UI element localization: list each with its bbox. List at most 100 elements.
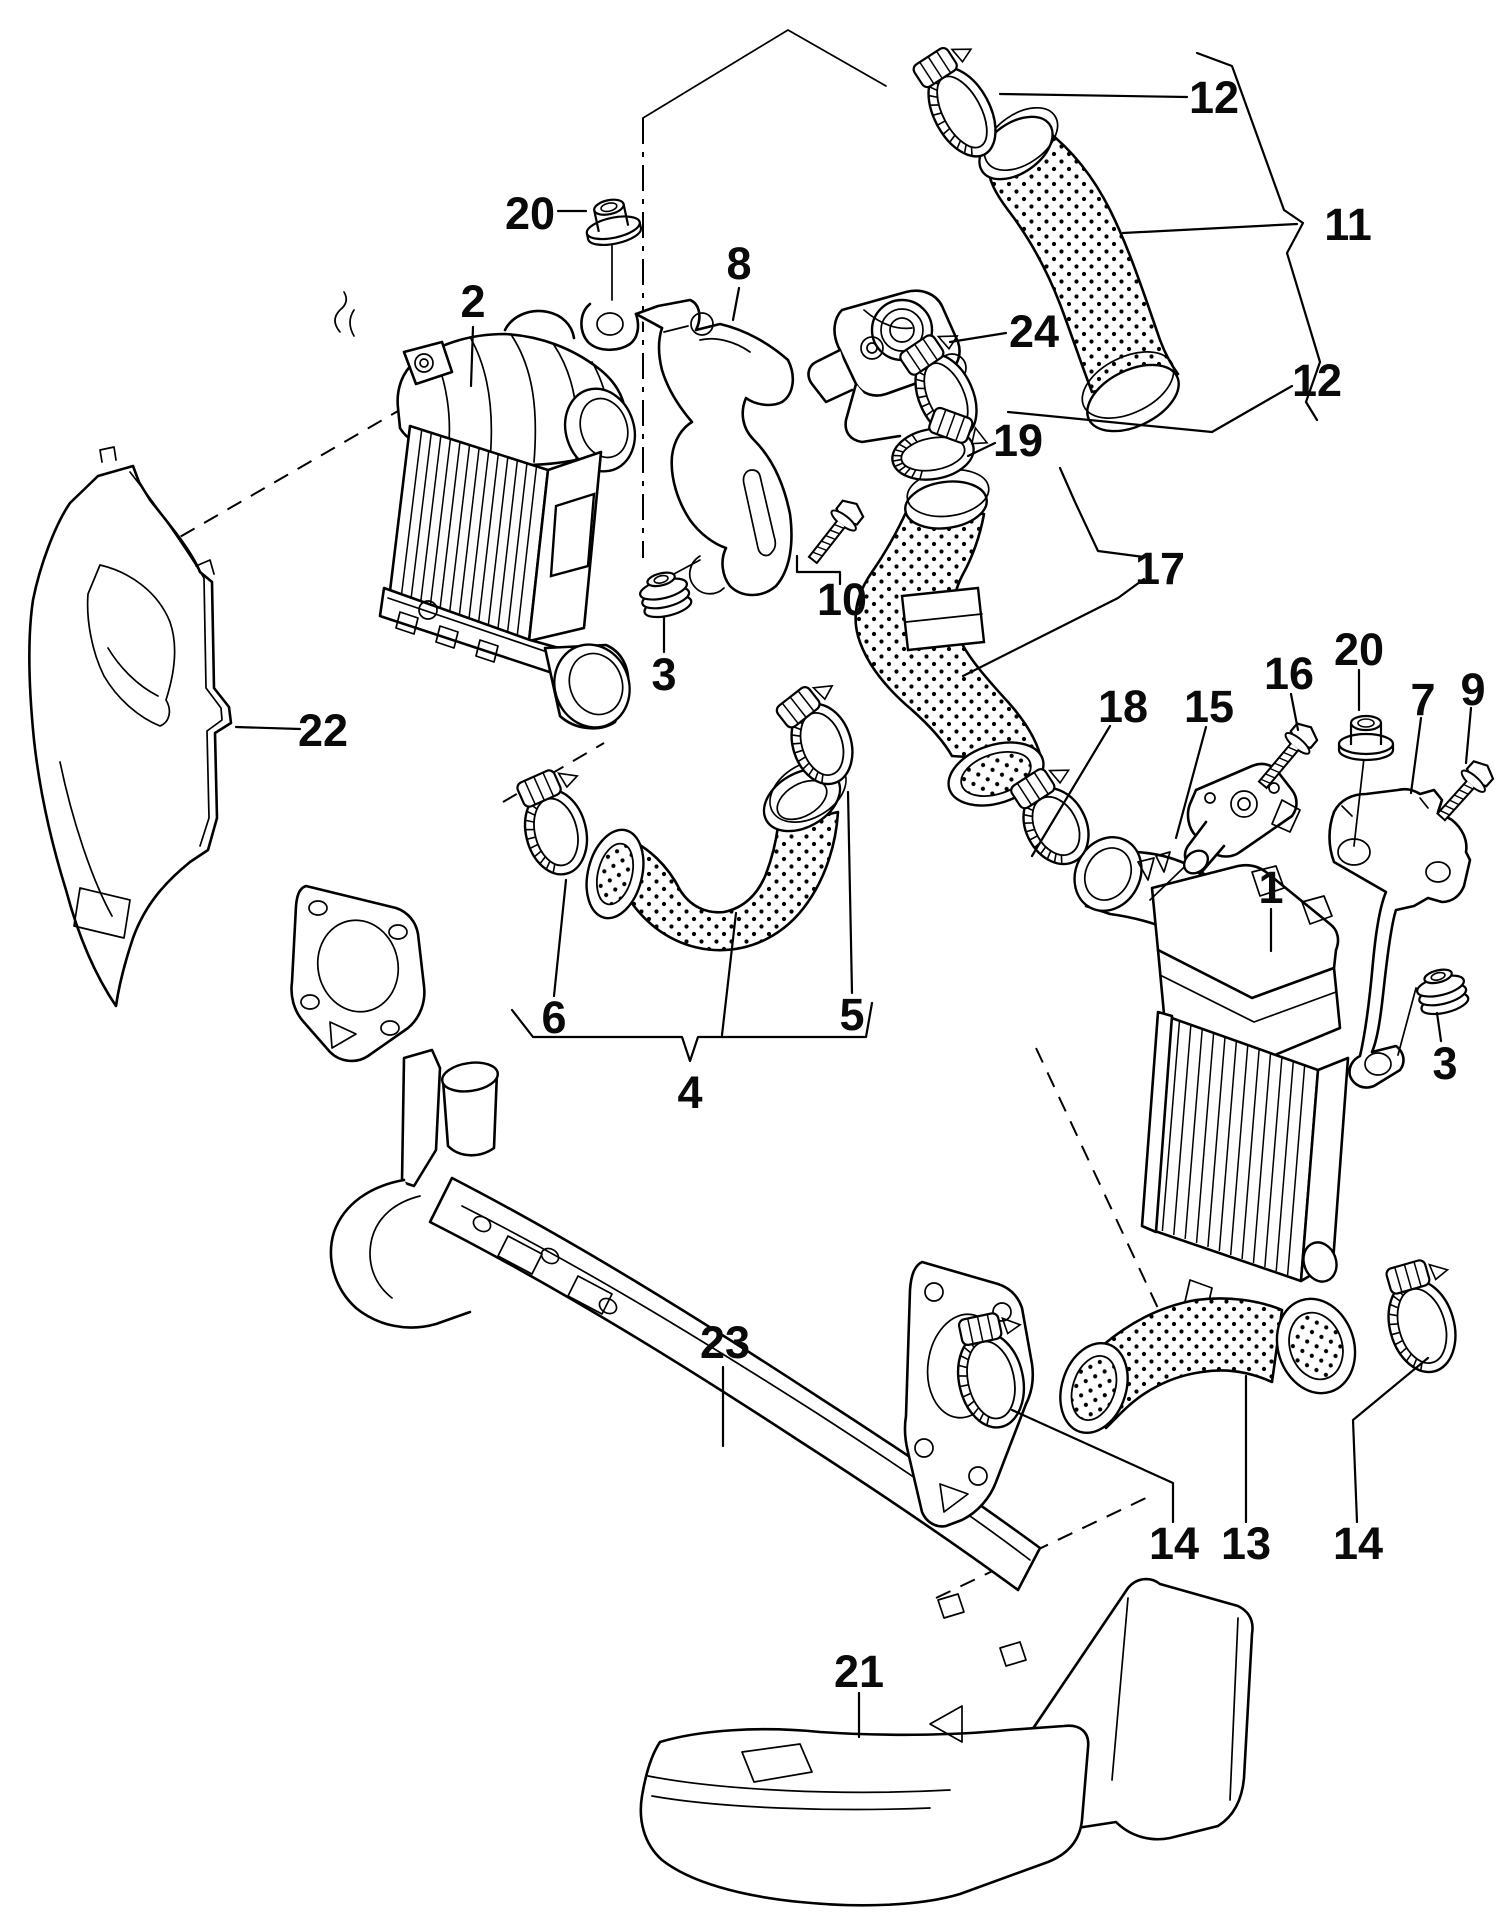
- clamp-screw-housing: [957, 1312, 1022, 1346]
- intercooler-fins: [400, 430, 538, 635]
- leader-line: [234, 725, 302, 731]
- part-number: 3: [1432, 1038, 1457, 1089]
- callout-7: 7: [1409, 674, 1436, 795]
- grommet-part20-right: [1337, 714, 1395, 762]
- part-number: 14: [1333, 1518, 1383, 1569]
- leader-line: [469, 325, 475, 388]
- part-number: 24: [1009, 306, 1059, 357]
- clamp-screw-housing: [775, 684, 834, 729]
- part-number: 22: [298, 705, 348, 756]
- leader-line: [1121, 222, 1299, 235]
- callout-1: 1: [1258, 862, 1284, 953]
- grommet-part3-left: [639, 571, 693, 619]
- leader-line: [1030, 724, 1112, 858]
- leader-line: [731, 286, 741, 322]
- bolt-part16: [1257, 722, 1319, 790]
- callout-22: 22: [234, 705, 348, 756]
- clamp-part5: [775, 684, 854, 786]
- callout-17: 17: [961, 466, 1185, 678]
- leader-line: [1289, 692, 1300, 732]
- callout-24: 24: [948, 306, 1059, 357]
- callout-16: 16: [1264, 648, 1314, 732]
- part-number: 7: [1410, 674, 1435, 725]
- leader-line: [795, 554, 842, 586]
- crossmember-part23: [329, 1048, 1042, 1592]
- part-number: 3: [651, 649, 676, 700]
- leader-line: [552, 878, 568, 998]
- leader-line: [720, 911, 738, 1037]
- leader-line: [948, 331, 1008, 344]
- part-number: 2: [460, 276, 485, 327]
- part-number: 5: [839, 989, 864, 1040]
- callout-8: 8: [726, 238, 752, 322]
- callout-2: 2: [460, 276, 486, 388]
- part-number: 1: [1258, 862, 1283, 913]
- part-number: 14: [1149, 1518, 1199, 1569]
- leader-line: [1464, 706, 1473, 765]
- callout-bracket: [510, 1001, 874, 1063]
- clamp-screw-housing: [1385, 1259, 1450, 1295]
- clamp-screw-housing: [912, 46, 973, 89]
- part-number: 20: [505, 188, 555, 239]
- leader-line: [1351, 1356, 1430, 1524]
- clamp-screw-housing: [1010, 768, 1071, 810]
- callout-15: 15: [1174, 681, 1234, 840]
- callout-5: 5: [839, 790, 865, 1040]
- bolt-part9: [1436, 760, 1495, 822]
- clamp-part12-top: [912, 46, 997, 158]
- callout-12: 12: [1006, 355, 1342, 434]
- clamp-screw-housing: [899, 334, 959, 376]
- part-number: 18: [1098, 681, 1148, 732]
- part-number: 23: [700, 1317, 750, 1368]
- intercooler-right-part1: [1073, 836, 1350, 1337]
- bracket-part8: [580, 241, 795, 597]
- clamp-part14-left: [956, 1312, 1026, 1429]
- part-number: 8: [726, 238, 751, 289]
- part-number: 4: [677, 1067, 702, 1118]
- part-number: 19: [993, 415, 1043, 466]
- part-number: 12: [1292, 355, 1342, 406]
- leader-line: [1010, 1408, 1175, 1524]
- gasket-plate-left: [290, 884, 426, 1063]
- leader-line: [846, 790, 854, 995]
- callout-4: 4: [510, 911, 874, 1118]
- callout-14: 14: [1010, 1408, 1199, 1569]
- pressure-hose-part11: [978, 106, 1180, 433]
- pressure-hose-part17: [854, 468, 1045, 807]
- leader-line: [1409, 716, 1423, 795]
- part-number: 12: [1189, 72, 1239, 123]
- leader-line: [1435, 1011, 1443, 1043]
- callout-20: 20: [1334, 624, 1384, 712]
- leader-line: [1058, 466, 1146, 559]
- clamp-screw-housing: [928, 406, 989, 445]
- clamp-part14-right: [1385, 1259, 1457, 1374]
- bolt-part10: [807, 499, 865, 565]
- leader-line: [966, 441, 997, 458]
- callout-20: 20: [505, 188, 588, 239]
- callout-bracket: [961, 577, 1146, 678]
- callout-18: 18: [1030, 681, 1148, 858]
- part-number: 9: [1460, 664, 1485, 715]
- leader-line: [1006, 384, 1294, 434]
- connecting-hose-part4: [585, 759, 847, 952]
- callout-21: 21: [834, 1646, 884, 1739]
- grommet-part3-right: [1416, 968, 1470, 1016]
- callout-19: 19: [966, 415, 1043, 466]
- callout-11: 11: [1121, 51, 1372, 422]
- part-number: 6: [541, 992, 566, 1043]
- part-number: 20: [1334, 624, 1384, 675]
- callout-14: 14: [1333, 1356, 1430, 1569]
- callout-3: 3: [1432, 1011, 1458, 1089]
- callout-12: 12: [998, 72, 1239, 123]
- callout-bracket: [1195, 51, 1322, 422]
- callout-10: 10: [795, 554, 867, 625]
- part-number: 16: [1264, 648, 1314, 699]
- grommet-part20-top: [585, 198, 643, 246]
- callout-3: 3: [651, 615, 677, 700]
- bracket-part7: [1328, 757, 1472, 1089]
- clamp-screw-housing: [516, 769, 579, 808]
- part-number: 17: [1135, 543, 1185, 594]
- leader-line: [1174, 725, 1208, 840]
